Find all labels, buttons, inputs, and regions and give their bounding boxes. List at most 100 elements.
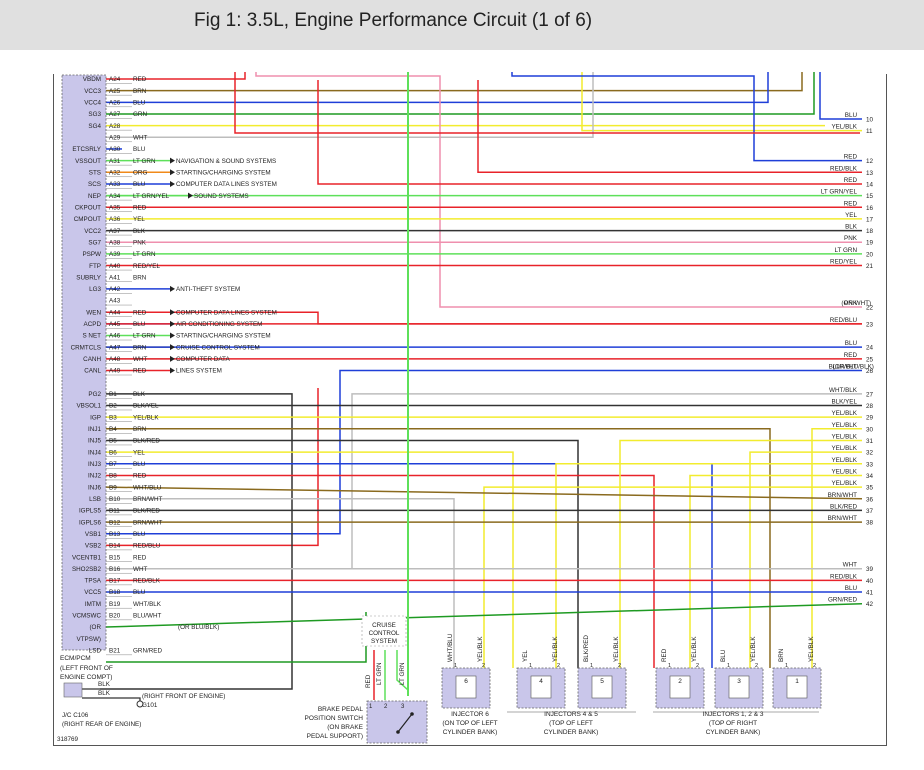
- line-number: 38: [866, 520, 874, 527]
- right-wire-label: BRN/WHT: [828, 515, 858, 522]
- system-reference: STARTING/CHARGING SYSTEM: [176, 333, 271, 340]
- right-wire-label: BLU/WHT: [829, 364, 857, 371]
- pin-name: SUBRLY: [76, 274, 102, 281]
- right-wire-label: WHT: [843, 562, 857, 569]
- pin-number: B2: [109, 403, 117, 410]
- pin-number: A40: [109, 263, 121, 270]
- wire-color-label: RED/YEL: [133, 263, 160, 270]
- pin-name: INJ2: [88, 473, 101, 480]
- wire-color-label: YEL/BLK: [133, 414, 159, 421]
- wire-color-label: BRN: [133, 274, 147, 281]
- brake-pin: 3: [401, 704, 405, 710]
- pin-name: VBDM: [83, 76, 101, 83]
- pin-number: B13: [109, 531, 121, 538]
- line-number: 22: [866, 305, 874, 312]
- injector-wire-label: YEL/BLK: [750, 636, 757, 662]
- pin-name: IMTM: [85, 601, 101, 608]
- pin-number: B12: [109, 519, 121, 526]
- injector-wire-label: YEL/BLK: [613, 636, 620, 662]
- right-wire-label: RED/YEL: [830, 259, 857, 266]
- injector-4-body: [530, 675, 552, 699]
- pin-number: A28: [109, 123, 121, 130]
- pin-number: A31: [109, 158, 121, 165]
- cruise-label: CONTROL: [369, 630, 400, 637]
- injector-wire-label: YEL: [522, 650, 529, 662]
- module-location: (LEFT FRONT OF: [60, 665, 113, 672]
- pin-number: A27: [109, 111, 121, 118]
- pin-number: B1: [109, 391, 117, 398]
- wire-b6-inj4: [106, 451, 514, 668]
- pin-number: A35: [109, 204, 121, 211]
- ground-wire-label: BLK: [98, 690, 111, 697]
- wire-a26: [106, 72, 769, 104]
- injector-group-name: INJECTOR 6: [451, 711, 489, 718]
- pin-number: B4: [109, 426, 117, 433]
- diagram-frame: [53, 74, 887, 746]
- pin-name: SG7: [88, 239, 101, 246]
- pin-number: A38: [109, 239, 121, 246]
- pin-number: B18: [109, 589, 121, 596]
- injector-pin: 2: [557, 663, 560, 669]
- wire-color-label: BLU: [133, 181, 146, 188]
- injector-2-body: [669, 675, 691, 699]
- line-number: 18: [866, 228, 874, 235]
- pin-name: VCC2: [84, 228, 101, 235]
- wire-42: [105, 602, 863, 628]
- injector-wire-label: WHT/BLU: [447, 633, 454, 662]
- wire-30: [811, 428, 862, 668]
- system-reference: ANTI-THEFT SYSTEM: [176, 286, 240, 293]
- wire-color-label: WHT/BLU: [133, 484, 162, 491]
- line-number: 14: [866, 181, 874, 188]
- pin-number: B15: [109, 554, 121, 561]
- right-wire-label: RED/BLK: [830, 573, 858, 580]
- wire-b8-inj2: [106, 474, 655, 668]
- system-reference: COMPUTER DATA LINES SYSTEM: [176, 181, 277, 188]
- right-wire-label: GRN/RED: [828, 597, 857, 604]
- injector-group-location: CYLINDER BANK): [443, 729, 498, 736]
- module-name: ECM/PCM: [60, 655, 91, 662]
- wire-color-label: WHT: [133, 356, 147, 363]
- pin-number: B19: [109, 601, 121, 608]
- wire-31: [619, 439, 862, 668]
- module-location: ENGINE COMPT): [60, 674, 112, 681]
- pin-name: TPSA: [85, 578, 102, 585]
- arrow-icon: [170, 367, 175, 374]
- pin-number: A34: [109, 193, 121, 200]
- cruise-control-box: [361, 615, 407, 647]
- injector-pin: 2: [618, 663, 621, 669]
- wire-a24-return: [234, 72, 860, 134]
- injector-5-body: [591, 675, 613, 699]
- title-bar: Fig 1: 3.5L, Engine Performance Circuit …: [0, 0, 924, 50]
- pin-name: VTPSW): [77, 636, 102, 643]
- injector-pin: 1: [454, 663, 457, 669]
- pin-number: B14: [109, 543, 121, 550]
- pin-name: WEN: [86, 309, 101, 316]
- pin-name: S NET: [82, 333, 101, 340]
- wire-b4-inj1: [106, 428, 771, 668]
- wire-a24: [106, 72, 246, 80]
- injector-wire-label: BRN: [778, 648, 785, 662]
- wire-color-label: BRN: [133, 344, 147, 351]
- right-wire-label: LT GRN/YEL: [821, 189, 858, 196]
- right-wire-label: BLU: [845, 112, 858, 119]
- right-wire-label: YEL/BLK: [831, 468, 857, 475]
- right-wire-label: YEL: [845, 212, 857, 219]
- pin-name: (OR: [89, 624, 101, 631]
- injector-pin: 2: [813, 663, 816, 669]
- pin-name: INJ5: [88, 438, 101, 445]
- injector-number: 4: [539, 678, 543, 685]
- pin-name: SHO2SB2: [72, 566, 102, 573]
- brake-wire-label: LT GRN: [376, 662, 383, 685]
- injector-wire-label: RED: [661, 648, 668, 662]
- right-wire-label: YEL/BLK: [831, 480, 857, 487]
- ground-wire-label: BLK: [98, 681, 111, 688]
- injector-pin: 2: [482, 663, 485, 669]
- pin-number: A32: [109, 169, 121, 176]
- system-reference: NAVIGATION & SOUND SYSTEMS: [176, 158, 276, 165]
- ground-icon: [136, 700, 144, 708]
- pin-number: A46: [109, 333, 121, 340]
- ground-location: (RIGHT FRONT OF ENGINE): [142, 693, 225, 700]
- pin-number: B16: [109, 566, 121, 573]
- pin-name: CANL: [84, 368, 101, 375]
- pin-name: VCC4: [84, 100, 101, 107]
